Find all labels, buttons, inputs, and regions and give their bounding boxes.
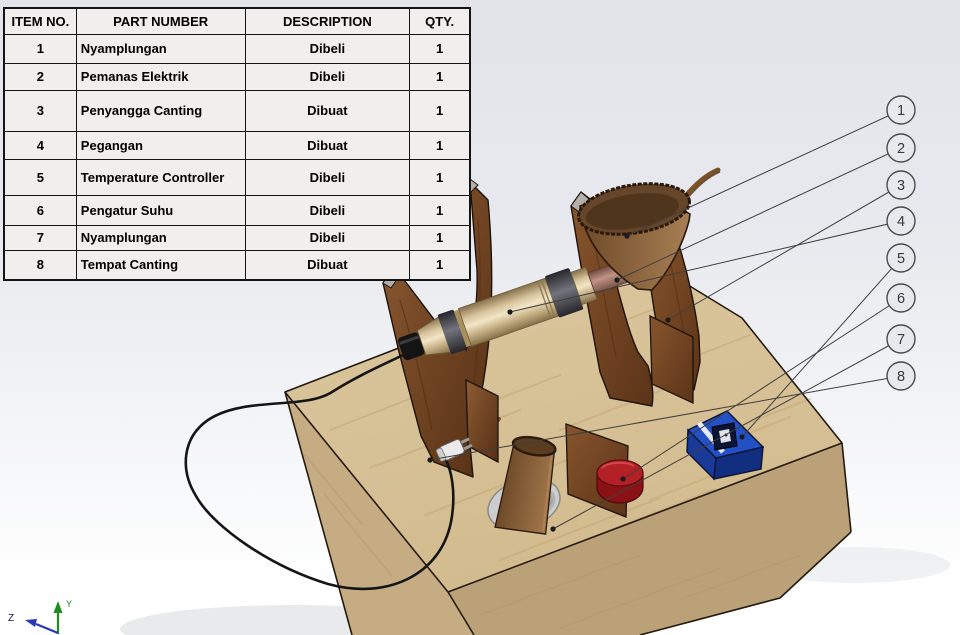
bom-header-part[interactable]: PART NUMBER bbox=[75, 7, 246, 35]
balloon-5[interactable]: 5 bbox=[886, 243, 916, 273]
svg-text:8: 8 bbox=[897, 369, 905, 385]
svg-text:2: 2 bbox=[897, 141, 905, 157]
bom-cell-item[interactable]: 3 bbox=[3, 89, 77, 132]
bom-row: 2 Pemanas Elektrik Dibeli 1 bbox=[3, 62, 471, 91]
triad-y-label: Y bbox=[66, 599, 72, 609]
bom-table[interactable]: ITEM NO. PART NUMBER DESCRIPTION QTY. 1 … bbox=[3, 7, 471, 281]
bom-cell-part[interactable]: Pemanas Elektrik bbox=[75, 62, 246, 91]
bom-cell-item[interactable]: 4 bbox=[3, 130, 77, 160]
bom-row: 1 Nyamplungan Dibeli 1 bbox=[3, 33, 471, 64]
bom-cell-item[interactable]: 1 bbox=[3, 33, 77, 64]
svg-text:6: 6 bbox=[897, 291, 905, 307]
bom-cell-desc[interactable]: Dibuat bbox=[244, 249, 411, 281]
bom-cell-desc[interactable]: Dibeli bbox=[244, 224, 411, 251]
power-cable[interactable] bbox=[184, 350, 455, 591]
bom-header-item[interactable]: ITEM NO. bbox=[3, 7, 77, 35]
support-top-face bbox=[570, 191, 590, 213]
bom-header-row: ITEM NO. PART NUMBER DESCRIPTION QTY. bbox=[3, 7, 471, 35]
bom-cell-item[interactable]: 2 bbox=[3, 62, 77, 91]
balloon-2[interactable]: 2 bbox=[886, 133, 916, 163]
bom-cell-desc[interactable]: Dibeli bbox=[244, 158, 411, 196]
part-pemanas-band bbox=[545, 268, 584, 318]
svg-text:7: 7 bbox=[897, 332, 905, 348]
svg-text:1: 1 bbox=[897, 103, 905, 119]
balloon-6[interactable]: 6 bbox=[886, 283, 916, 313]
bom-cell-qty[interactable]: 1 bbox=[409, 224, 471, 251]
balloon-3[interactable]: 3 bbox=[886, 170, 916, 200]
bom-cell-desc[interactable]: Dibuat bbox=[244, 89, 411, 132]
balloon-1[interactable]: 1 bbox=[886, 95, 916, 125]
bom-cell-desc[interactable]: Dibuat bbox=[244, 130, 411, 160]
bom-cell-item[interactable]: 7 bbox=[3, 224, 77, 251]
bom-cell-qty[interactable]: 1 bbox=[409, 33, 471, 64]
bom-cell-part[interactable]: Penyangga Canting bbox=[75, 89, 246, 132]
bom-cell-part[interactable]: Pegangan bbox=[75, 130, 246, 160]
orientation-triad: Y Z bbox=[8, 599, 72, 635]
balloon-8[interactable]: 8 bbox=[886, 361, 916, 391]
bom-cell-qty[interactable]: 1 bbox=[409, 194, 471, 226]
leader-lines bbox=[429, 109, 902, 530]
bom-cell-part[interactable]: Nyamplungan bbox=[75, 33, 246, 64]
bom-cell-desc[interactable]: Dibeli bbox=[244, 62, 411, 91]
balloon-4[interactable]: 4 bbox=[886, 206, 916, 236]
bom-cell-item[interactable]: 8 bbox=[3, 249, 77, 281]
bom-row: 3 Penyangga Canting Dibuat 1 bbox=[3, 89, 471, 132]
bom-header-qty[interactable]: QTY. bbox=[409, 7, 471, 35]
balloons: 1 2 3 4 5 6 7 8 bbox=[886, 95, 916, 391]
leader-dots bbox=[427, 233, 745, 532]
bom-cell-qty[interactable]: 1 bbox=[409, 249, 471, 281]
part-pengatur-suhu[interactable] bbox=[596, 459, 644, 504]
svg-text:3: 3 bbox=[897, 178, 905, 194]
bom-row: 6 Pengatur Suhu Dibeli 1 bbox=[3, 194, 471, 226]
base-grain-front bbox=[304, 454, 801, 629]
bom-cell-part[interactable]: Pengatur Suhu bbox=[75, 194, 246, 226]
bom-cell-desc[interactable]: Dibeli bbox=[244, 33, 411, 64]
bom-cell-part[interactable]: Temperature Controller bbox=[75, 158, 246, 196]
bom-cell-part[interactable]: Nyamplungan bbox=[75, 224, 246, 251]
svg-text:4: 4 bbox=[897, 214, 905, 230]
bom-cell-qty[interactable]: 1 bbox=[409, 62, 471, 91]
bom-cell-qty[interactable]: 1 bbox=[409, 89, 471, 132]
bom-row: 8 Tempat Canting Dibuat 1 bbox=[3, 249, 471, 281]
bom-cell-qty[interactable]: 1 bbox=[409, 158, 471, 196]
bom-row: 4 Pegangan Dibuat 1 bbox=[3, 130, 471, 160]
svg-text:5: 5 bbox=[897, 251, 905, 267]
bom-cell-qty[interactable]: 1 bbox=[409, 130, 471, 160]
part-nyamplungan-top[interactable] bbox=[575, 167, 721, 291]
bom-cell-part[interactable]: Tempat Canting bbox=[75, 249, 246, 281]
bom-cell-item[interactable]: 5 bbox=[3, 158, 77, 196]
triad-z-label: Z bbox=[8, 613, 14, 624]
bom-row: 5 Temperature Controller Dibeli 1 bbox=[3, 158, 471, 196]
bom-cell-item[interactable]: 6 bbox=[3, 194, 77, 226]
part-temperature-controller[interactable] bbox=[686, 410, 765, 481]
part-nyamplungan-bottom[interactable] bbox=[494, 434, 562, 536]
balloon-7[interactable]: 7 bbox=[886, 324, 916, 354]
bom-header-desc[interactable]: DESCRIPTION bbox=[244, 7, 411, 35]
bom-cell-desc[interactable]: Dibeli bbox=[244, 194, 411, 226]
bom-row: 7 Nyamplungan Dibeli 1 bbox=[3, 224, 471, 251]
